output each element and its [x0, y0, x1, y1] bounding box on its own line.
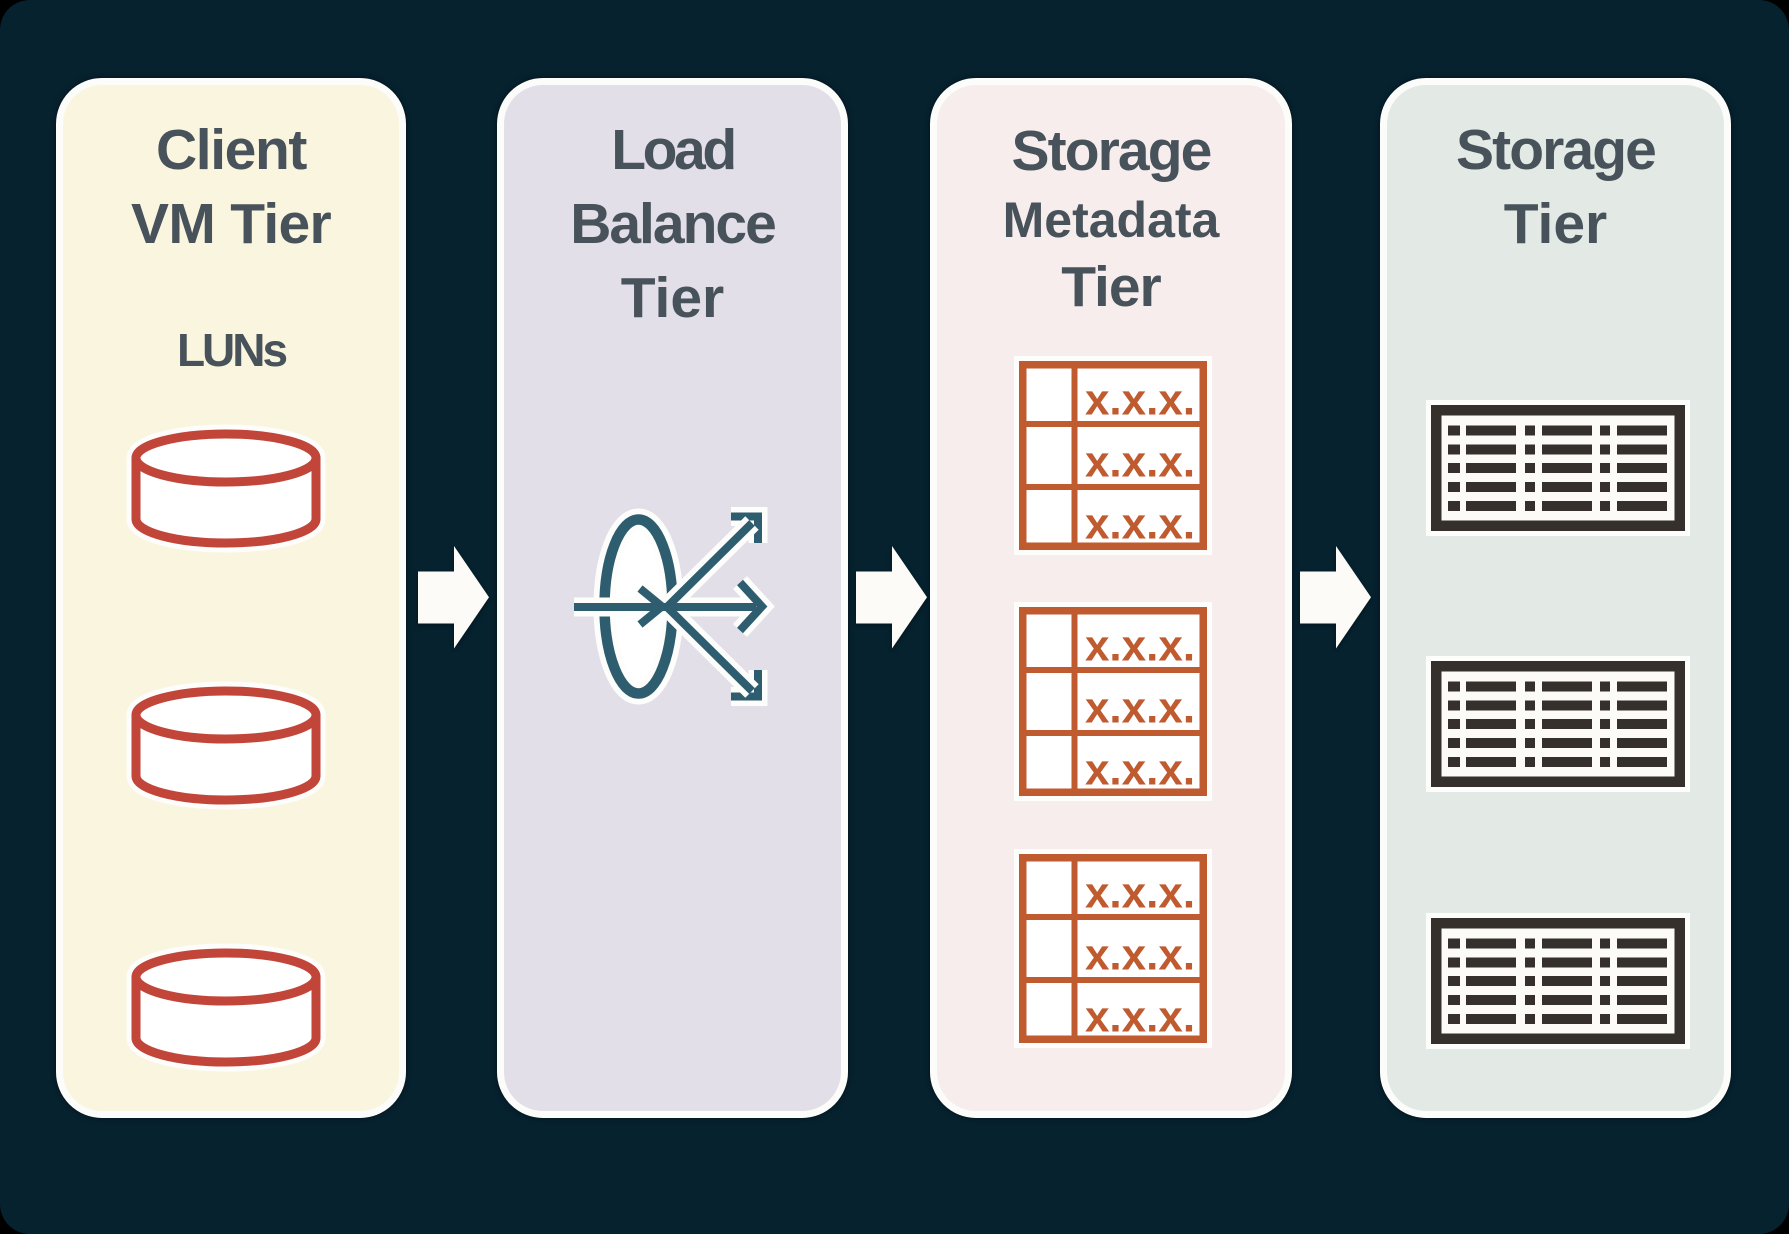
svg-text:x.x.x.: x.x.x.: [1085, 684, 1195, 733]
svg-text:x.x.x.: x.x.x.: [1085, 869, 1195, 918]
svg-text:x.x.x.: x.x.x.: [1085, 376, 1195, 425]
svg-text:x.x.x.: x.x.x.: [1085, 622, 1195, 671]
svg-text:x.x.x.: x.x.x.: [1085, 500, 1195, 549]
svg-text:x.x.x.: x.x.x.: [1085, 746, 1195, 795]
svg-text:x.x.x.: x.x.x.: [1085, 438, 1195, 487]
svg-text:x.x.x.: x.x.x.: [1085, 993, 1195, 1042]
svg-text:x.x.x.: x.x.x.: [1085, 931, 1195, 980]
